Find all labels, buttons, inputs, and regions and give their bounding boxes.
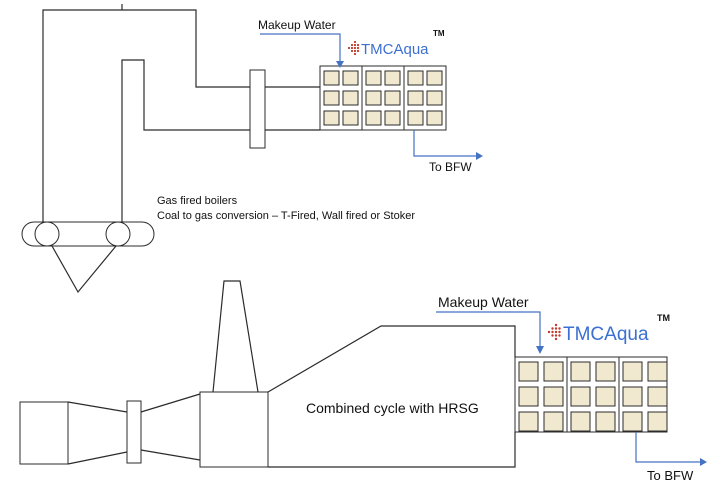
exchanger-cell (365, 90, 382, 106)
exchanger-cell (595, 411, 616, 432)
makeup-water-label: Makeup Water (258, 18, 336, 32)
exchanger-cell (647, 411, 668, 432)
hrsg-bottom-edge (268, 432, 516, 468)
arrowhead (476, 152, 483, 160)
makeup-water-label: Makeup Water (438, 294, 529, 310)
boiler-drum-right (105, 221, 131, 247)
exchanger-cell (595, 361, 616, 382)
bfw-arrow-top (413, 130, 483, 160)
trademark: TM (433, 29, 445, 38)
air-intake (19, 401, 69, 465)
logo-dots-icon (547, 323, 561, 341)
exchanger-cell (543, 411, 564, 432)
exchanger-cell (570, 386, 591, 407)
to-bfw-label: To BFW (429, 160, 472, 174)
exchanger-cell (647, 386, 668, 407)
exchanger-cell (384, 110, 401, 126)
brand-name: TMCAqua (563, 324, 649, 345)
exchanger-cell (407, 90, 424, 106)
exchanger-cell (365, 70, 382, 86)
exchanger-cell (570, 411, 591, 432)
boiler-assembly (21, 4, 320, 294)
exchanger-cell (543, 386, 564, 407)
hrsg-caption: Combined cycle with HRSG (306, 400, 479, 416)
makeup-arrow-bottom (436, 311, 544, 354)
boiler-drum-left (34, 221, 60, 247)
exchanger-cell (384, 70, 401, 86)
exchanger-cell (323, 110, 340, 126)
brand-name: TMCAqua (361, 41, 429, 58)
caption-line-1: Gas fired boilers (157, 195, 238, 207)
exchanger-cell (384, 90, 401, 106)
tmcaqua-logo: TMCAqua TM (347, 29, 445, 58)
arrowhead (336, 61, 344, 68)
exhaust-stack (212, 280, 259, 393)
ash-hopper (51, 245, 117, 294)
outlet-line (413, 130, 476, 157)
exchanger-cell (518, 411, 539, 432)
makeup-arrow-top (260, 33, 344, 68)
boiler-damper (249, 69, 266, 149)
compressor-cone-top (67, 401, 128, 413)
boiler-inner-wall (121, 59, 250, 222)
exchanger-cells (323, 70, 443, 126)
exchanger-cell (595, 386, 616, 407)
arrowhead (536, 346, 544, 354)
exchanger-cell (342, 70, 359, 86)
exchanger-cell (518, 361, 539, 382)
heat-exchanger-top (319, 65, 447, 131)
exchanger-cell (342, 90, 359, 106)
compressor-cone-bottom (67, 451, 128, 465)
exchanger-cell (622, 361, 643, 382)
heat-exchanger-bottom (514, 356, 668, 433)
boiler-outer-wall (42, 9, 250, 222)
makeup-line (436, 311, 541, 347)
exchanger-cell (342, 110, 359, 126)
caption-line-2: Coal to gas conversion – T-Fired, Wall f… (157, 210, 415, 222)
turbine-coupling (126, 400, 142, 464)
transition-box (199, 391, 269, 468)
exchanger-cell (365, 110, 382, 126)
exchanger-cell (426, 70, 443, 86)
exchanger-cell (543, 361, 564, 382)
exchanger-cell (622, 386, 643, 407)
exchanger-cell (407, 110, 424, 126)
makeup-line (260, 33, 341, 62)
gas-turbine-assembly (19, 280, 516, 468)
expansion-cone-bottom (140, 449, 201, 461)
exchanger-cell (323, 70, 340, 86)
exchanger-cells (518, 361, 668, 432)
exchanger-cell (426, 90, 443, 106)
exchanger-cell (622, 411, 643, 432)
arrowhead (700, 458, 707, 466)
exchanger-cell (647, 361, 668, 382)
logo-dots-icon (347, 40, 360, 56)
expansion-cone-top (140, 393, 201, 413)
hrsg-top-edge (267, 325, 516, 393)
tmcaqua-logo: TMCAqua TM (547, 313, 670, 345)
to-bfw-label: To BFW (647, 468, 694, 483)
exchanger-cell (426, 110, 443, 126)
trademark: TM (657, 313, 670, 323)
bfw-arrow-bottom (635, 432, 707, 466)
exchanger-cell (407, 70, 424, 86)
outlet-line (635, 432, 700, 463)
exchanger-cell (570, 361, 591, 382)
exchanger-cell (323, 90, 340, 106)
exchanger-cell (518, 386, 539, 407)
